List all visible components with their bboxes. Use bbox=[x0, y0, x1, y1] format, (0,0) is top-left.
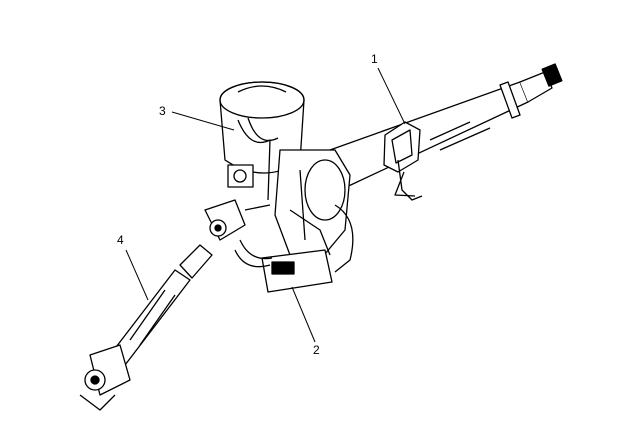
key-lock-bracket bbox=[383, 121, 423, 201]
leader-line-1 bbox=[377, 67, 406, 125]
callout-3: 3 bbox=[159, 104, 166, 118]
upper-column-tube bbox=[329, 63, 563, 191]
callout-1: 1 bbox=[371, 52, 378, 66]
gear-housing bbox=[274, 149, 354, 273]
callout-2: 2 bbox=[313, 343, 320, 357]
intermediate-shaft bbox=[79, 199, 271, 411]
leader-line-4 bbox=[125, 249, 149, 301]
control-module bbox=[234, 239, 333, 293]
leader-lines bbox=[125, 67, 406, 343]
callout-4: 4 bbox=[117, 233, 124, 247]
leader-line-3 bbox=[171, 111, 235, 131]
leader-line-2 bbox=[291, 286, 316, 343]
motor-housing bbox=[219, 81, 305, 201]
